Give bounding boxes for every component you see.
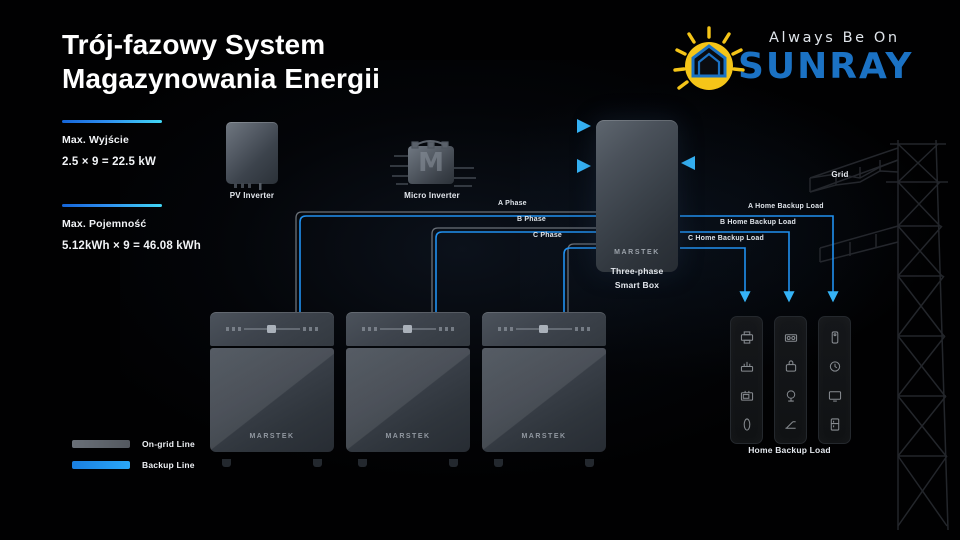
battery-sheen <box>346 348 470 452</box>
battery-body: MARSTEK <box>210 348 334 452</box>
line-c-backup <box>680 247 751 303</box>
smart-box-label-line2: Smart Box <box>614 280 660 290</box>
backup-load-column-b <box>774 316 807 444</box>
battery-body: MARSTEK <box>482 348 606 452</box>
legend-swatch-backup <box>72 460 130 469</box>
smart-box-label-line1: Three-phase <box>610 266 664 276</box>
battery-sheen <box>482 348 606 452</box>
phase-label-b: B Phase <box>517 216 547 223</box>
router-icon <box>740 361 753 372</box>
legend-label-backup: Backup Line <box>142 459 195 470</box>
battery-foot <box>494 459 503 467</box>
battery-foot <box>313 459 322 467</box>
spec-label: Max. Wyjście <box>62 134 129 146</box>
grid-label: Grid <box>831 170 849 179</box>
legend-swatch-ongrid <box>72 439 130 448</box>
backup-load-column-a <box>818 316 851 444</box>
printer-icon <box>740 331 753 344</box>
spec-divider-bar <box>62 120 162 123</box>
transmission-tower-icon <box>809 139 949 531</box>
legend-item-backup: Backup Line <box>72 457 195 472</box>
legend-label-ongrid: On-grid Line <box>142 438 195 449</box>
micro-inverter-label: Micro Inverter <box>404 191 460 200</box>
battery-brand: MARSTEK <box>385 433 431 440</box>
spec-divider-bar <box>62 204 162 207</box>
micro-inverter-wires-icon <box>390 140 476 187</box>
battery-foot <box>358 459 367 467</box>
pv-inverter-label: PV Inverter <box>229 191 275 200</box>
fan-icon <box>786 390 795 402</box>
legend: On-grid Line Backup Line <box>72 436 195 478</box>
battery-sheen <box>210 348 334 452</box>
three-phase-smart-box-device: MARSTEK <box>596 120 678 272</box>
battery-top-cover <box>482 312 606 346</box>
spec-value: 5.12kWh × 9 = 46.08 kWh <box>62 240 201 252</box>
spec-label: Max. Pojemność <box>62 218 147 230</box>
sun-house-icon <box>673 26 745 90</box>
battery-unit-2: MARSTEK <box>346 312 470 467</box>
washer-icon <box>784 334 797 342</box>
battery-foot <box>449 459 458 467</box>
phase-label-a: A Phase <box>498 200 527 207</box>
home-backup-load-caption: Home Backup Load <box>748 445 831 455</box>
micro-inverter-device: M <box>408 146 454 184</box>
tv-icon <box>828 391 841 402</box>
battery-brand: MARSTEK <box>249 433 295 440</box>
legend-item-ongrid: On-grid Line <box>72 436 195 451</box>
fridge-icon <box>830 418 839 431</box>
phone-icon <box>831 331 838 344</box>
pv-inverter-device <box>226 122 278 190</box>
logo-tagline: Always Be On <box>769 30 900 46</box>
battery-control-strip-icon <box>226 325 318 333</box>
smart-box-brand: MARSTEK <box>614 249 660 256</box>
battery-brand: MARSTEK <box>521 433 567 440</box>
battery-unit-1: MARSTEK <box>210 312 334 467</box>
sunray-logo: Always Be On SUNRAY <box>663 24 938 96</box>
backup-label-c: C Home Backup Load <box>688 235 764 242</box>
micro-inverter-mark: M <box>418 148 444 178</box>
page-title: Trój-fazowy System Magazynowania Energii <box>62 29 380 95</box>
clock-icon <box>829 361 840 372</box>
backup-label-b: B Home Backup Load <box>720 219 796 226</box>
spec-max-output: Max. Wyjście 2.5 × 9 = 22.5 kW <box>62 120 162 168</box>
backup-label-a: A Home Backup Load <box>748 203 824 210</box>
spec-max-capacity: Max. Pojemność 5.12kWh × 9 = 46.08 kWh <box>62 204 201 252</box>
line-b-backup <box>680 231 795 303</box>
phase-label-c: C Phase <box>533 232 563 239</box>
battery-top-cover <box>346 312 470 346</box>
battery-control-strip-icon <box>362 325 454 333</box>
battery-body: MARSTEK <box>346 348 470 452</box>
line-a-backup <box>680 215 839 303</box>
logo-wordmark: SUNRAY <box>738 46 914 87</box>
kettle-icon <box>785 360 796 372</box>
battery-control-strip-icon <box>498 325 590 333</box>
battery-unit-3: MARSTEK <box>482 312 606 467</box>
microwave-icon <box>740 390 753 401</box>
battery-foot <box>222 459 231 467</box>
spec-value: 2.5 × 9 = 22.5 kW <box>62 156 156 168</box>
battery-top-cover <box>210 312 334 346</box>
lamp-icon <box>743 418 750 431</box>
backup-load-column-c <box>730 316 763 444</box>
pv-inverter-legs-icon <box>234 183 262 190</box>
battery-foot <box>585 459 594 467</box>
treadmill-icon <box>784 421 796 429</box>
